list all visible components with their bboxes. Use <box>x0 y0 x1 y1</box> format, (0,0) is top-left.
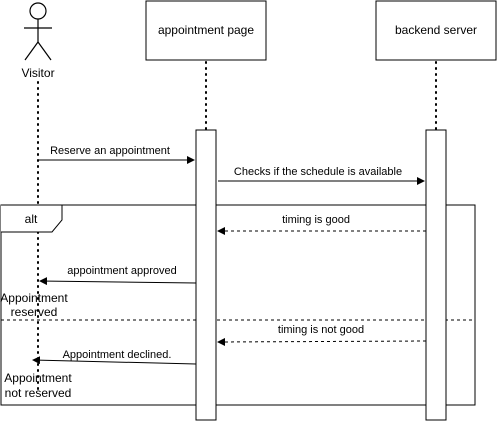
check-schedule-label: Checks if the schedule is available <box>234 166 402 178</box>
appointment-page-activation <box>195 129 217 421</box>
not-reserved-state-line1: Appointment <box>4 371 72 385</box>
backend-server-activation <box>425 129 447 421</box>
appointment-page-box <box>145 0 267 61</box>
backend-server-box <box>375 0 497 61</box>
declined-label: Appointment declined. <box>63 349 172 361</box>
alt-operator-label: alt <box>25 212 38 226</box>
reserve-message-label: Reserve an appointment <box>50 145 170 157</box>
approved-label: appointment approved <box>67 265 176 277</box>
appointment-page-label: appointment page <box>158 23 254 37</box>
alt-fragment-frame <box>0 204 476 406</box>
not-reserved-state-line2: not reserved <box>5 386 72 400</box>
declined-arrow <box>32 356 197 365</box>
backend-server-label: backend server <box>395 23 477 37</box>
timing-good-label: timing is good <box>282 214 350 226</box>
timing-not-good-arrow <box>217 337 427 346</box>
reserved-state-line2: reserved <box>11 305 58 319</box>
visitor-label: Visitor <box>21 66 54 80</box>
approved-arrow <box>39 277 197 286</box>
visitor-actor-icon <box>24 2 52 61</box>
timing-not-good-label: timing is not good <box>278 324 364 336</box>
alt-fragment-tab <box>1 204 63 233</box>
reserved-state-line1: Appointment <box>0 291 68 305</box>
